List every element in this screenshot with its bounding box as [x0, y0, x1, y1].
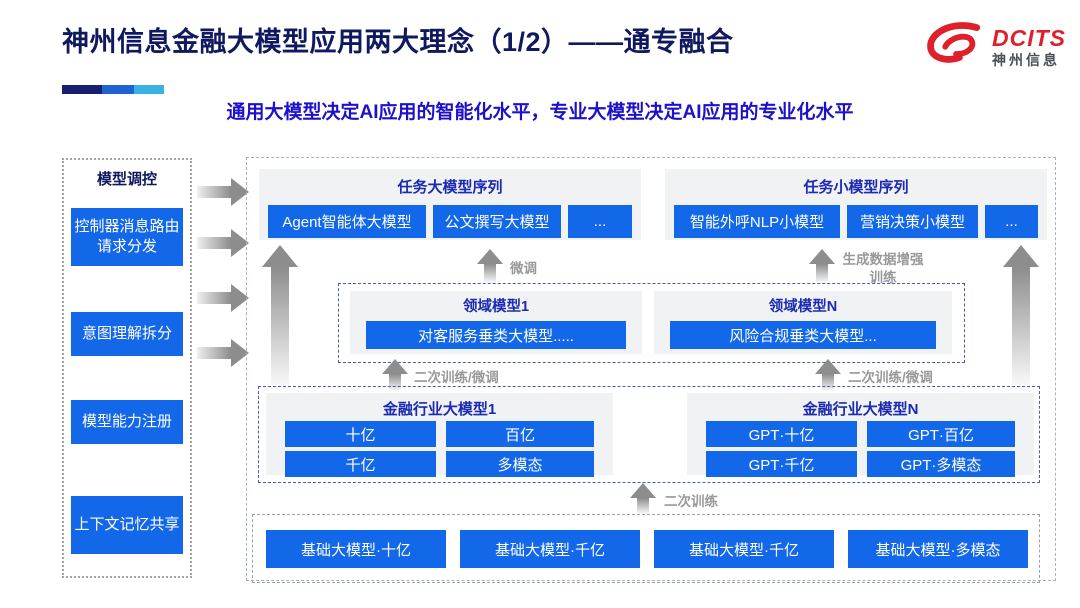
gpt-multimodal-model-box: GPT·多模态 — [867, 451, 1015, 477]
dcits-logo: DCITS 神州信息 — [926, 18, 1066, 76]
up-arrow-icon — [630, 483, 656, 514]
base-model-container: 基础大模型·十亿 基础大模型·千亿 基础大模型·千亿 基础大模型·多模态 — [252, 514, 1040, 583]
finetune-label: 微调 — [510, 261, 537, 276]
gpt-billion-model-box: GPT·十亿 — [706, 421, 857, 447]
domain-model-n-title: 领域模型N — [768, 299, 838, 315]
logo-brand-chinese: 神州信息 — [992, 52, 1060, 69]
up-arrow-icon — [809, 249, 835, 283]
more-large-models-box: ... — [568, 205, 632, 238]
base-model-hundred-billion-box: 基础大模型·千亿 — [460, 530, 640, 568]
domain-model-n-panel: 领域模型N 风险合规垂类大模型... — [654, 291, 952, 354]
task-small-panel-title: 任务小模型序列 — [803, 179, 909, 196]
up-arrow-icon — [1003, 245, 1039, 389]
task-small-model-panel: 任务小模型序列 智能外呼NLP小模型 营销决策小模型 ... — [665, 169, 1047, 240]
more-small-models-box: ... — [985, 205, 1038, 238]
model-control-sidebar: 模型调控 控制器消息路由请求分发 意图理解拆分 模型能力注册 上下文记忆共享 — [62, 158, 192, 578]
up-arrow-icon — [262, 245, 298, 389]
industry-model-1-title: 金融行业大模型1 — [382, 401, 497, 418]
sidebar-item-capability-register: 模型能力注册 — [71, 400, 183, 444]
hundred-billion-model-box: 千亿 — [285, 451, 436, 477]
right-arrow-icon — [197, 178, 249, 206]
marketing-decision-model-box: 营销决策小模型 — [847, 205, 978, 238]
billion-model-box: 十亿 — [285, 421, 436, 447]
base-model-multimodal-box: 基础大模型·多模态 — [848, 530, 1028, 568]
domain-model-container — [338, 283, 965, 363]
base-model-billion-box: 基础大模型·十亿 — [266, 530, 446, 568]
industry-model-container — [258, 386, 1040, 483]
logo-brand-text: DCITS — [992, 25, 1066, 52]
ten-billion-model-box: 百亿 — [446, 421, 594, 447]
up-arrow-icon — [477, 249, 503, 283]
retrain-finetune-right-label: 二次训练/微调 — [848, 370, 933, 385]
right-arrow-icon — [197, 339, 249, 367]
outbound-nlp-model-box: 智能外呼NLP小模型 — [674, 205, 840, 238]
title-accent-bar — [62, 85, 164, 94]
industry-model-n-title: 金融行业大模型N — [802, 401, 919, 418]
sidebar-item-intent-split: 意图理解拆分 — [71, 312, 183, 356]
multimodal-model-box: 多模态 — [446, 451, 594, 477]
architecture-container — [246, 157, 1056, 581]
page-title: 神州信息金融大模型应用两大理念（1/2）——通专融合 — [62, 27, 734, 57]
agent-large-model-box: Agent智能体大模型 — [268, 205, 426, 238]
data-augment-label: 生成数据增强训练 — [842, 252, 924, 285]
slide-subtitle: 通用大模型决定AI应用的智能化水平，专业大模型决定AI应用的专业化水平 — [226, 102, 854, 123]
sidebar-item-message-routing: 控制器消息路由请求分发 — [71, 208, 183, 266]
sidebar-item-context-share: 上下文记忆共享 — [71, 496, 183, 554]
industry-model-n-panel: 金融行业大模型N GPT·十亿 GPT·百亿 GPT·千亿 GPT·多模态 — [687, 393, 1034, 477]
right-arrow-icon — [197, 284, 249, 312]
retrain-finetune-left-label: 二次训练/微调 — [414, 370, 499, 385]
base-model-hundred-billion-box-2: 基础大模型·千亿 — [654, 530, 834, 568]
customer-service-model-box: 对客服务垂类大模型..... — [366, 321, 626, 349]
gpt-hundred-billion-model-box: GPT·千亿 — [706, 451, 857, 477]
right-arrow-icon — [197, 229, 249, 257]
task-large-panel-title: 任务大模型序列 — [397, 179, 503, 196]
dcits-swirl-icon — [927, 22, 981, 63]
sidebar-title: 模型调控 — [96, 171, 157, 188]
domain-model-1-title: 领域模型1 — [462, 299, 530, 315]
risk-compliance-model-box: 风险合规垂类大模型... — [670, 321, 936, 349]
domain-model-1-panel: 领域模型1 对客服务垂类大模型..... — [350, 291, 642, 354]
gpt-ten-billion-model-box: GPT·百亿 — [867, 421, 1015, 447]
document-writing-model-box: 公文撰写大模型 — [433, 205, 561, 238]
retrain-label: 二次训练 — [664, 494, 718, 509]
task-large-model-panel: 任务大模型序列 Agent智能体大模型 公文撰写大模型 ... — [259, 169, 641, 240]
industry-model-1-panel: 金融行业大模型1 十亿 百亿 千亿 多模态 — [266, 393, 613, 477]
